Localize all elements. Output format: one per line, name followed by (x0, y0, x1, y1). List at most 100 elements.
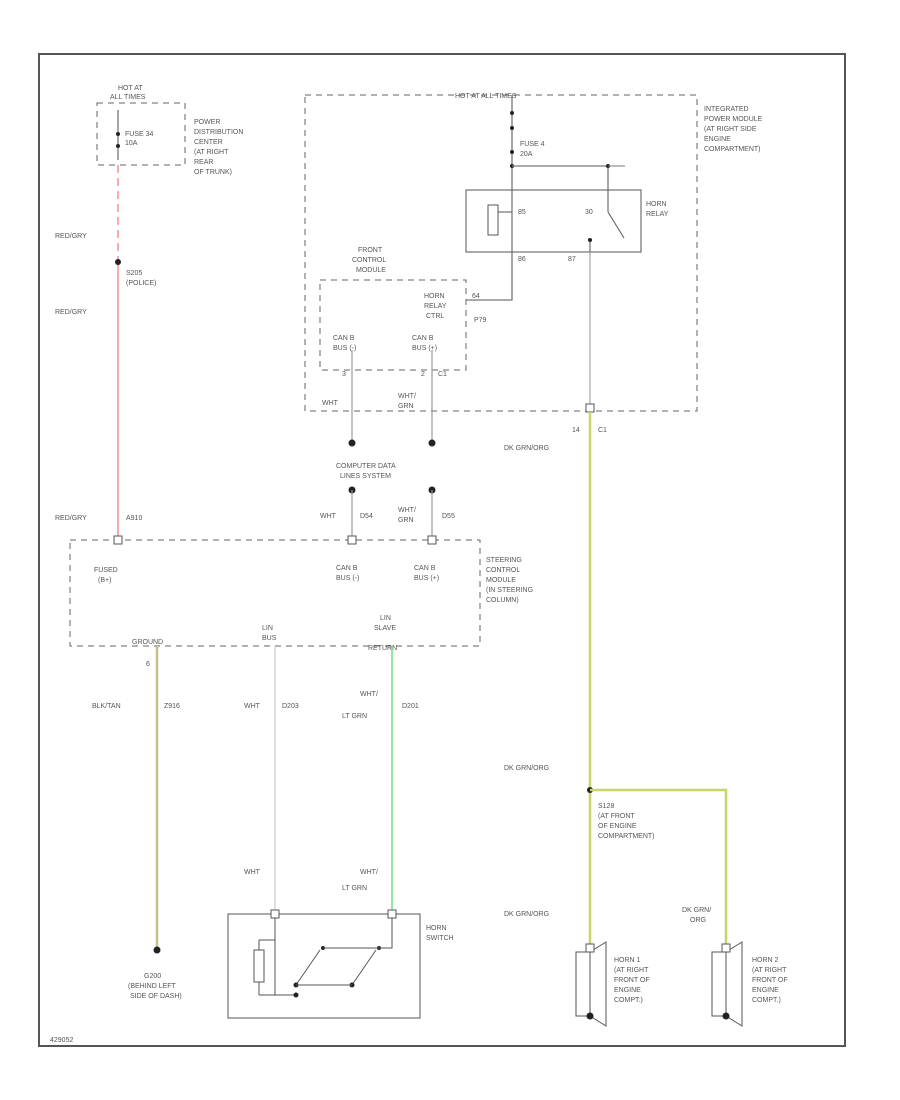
label: INTEGRATED (704, 106, 749, 113)
label: OF ENGINE (598, 823, 637, 830)
label: 10A (125, 140, 138, 147)
label: WHT/ (360, 691, 378, 698)
label: CAN B (412, 335, 434, 342)
label: RED/GRY (55, 309, 87, 316)
label: (AT RIGHT SIDE (704, 126, 757, 133)
label: POWER MODULE (704, 116, 763, 123)
label: WHT (244, 703, 261, 710)
label: COMPT.) (614, 997, 643, 1004)
label: BUS (-) (336, 575, 359, 582)
label: LINES SYSTEM (340, 473, 391, 480)
label: RELAY (646, 211, 669, 218)
scm-boundary (69, 539, 481, 647)
label: P79 (474, 317, 487, 324)
label: C1 (598, 427, 607, 434)
diagram-code: 429052 (50, 1037, 73, 1044)
label: (AT RIGHT (194, 149, 229, 156)
label: 30 (585, 209, 593, 216)
label: DISTRIBUTION (194, 129, 243, 136)
label: CAN B (414, 565, 436, 572)
label: HORN (424, 293, 445, 300)
label: ENGINE (704, 136, 731, 143)
label: CONTROL (352, 257, 386, 264)
label: RELAY (424, 303, 447, 310)
label: FRONT (358, 247, 383, 254)
label: RED/GRY (55, 233, 87, 240)
label: FRONT OF (752, 977, 788, 984)
label: FUSE 34 (125, 131, 154, 138)
label: 20A (520, 151, 533, 158)
fcm-boundary (319, 279, 467, 371)
label: (AT RIGHT (614, 967, 649, 974)
label: HOT AT ALL TIMES (455, 93, 517, 100)
label: 87 (568, 256, 576, 263)
label: COMPARTMENT) (704, 146, 761, 153)
ground-g200 (153, 946, 161, 954)
label: BUS (+) (412, 345, 437, 352)
label: BUS (262, 635, 277, 642)
splice-s205 (115, 259, 121, 265)
label: SLAVE (374, 625, 396, 632)
label: COMPUTER DATA (336, 463, 396, 470)
label: CAN B (336, 565, 358, 572)
label: WHT (320, 513, 337, 520)
label: (IN STEERING (486, 587, 533, 594)
label: CENTER (194, 139, 223, 146)
label: D203 (282, 703, 299, 710)
label: RETURN (368, 645, 397, 652)
label: OF TRUNK) (194, 169, 232, 176)
label: SWITCH (426, 935, 454, 942)
label: D54 (360, 513, 373, 520)
horn-switch-contact-1 (295, 949, 321, 986)
label: D201 (402, 703, 419, 710)
diagram-frame (38, 53, 846, 1047)
label: HORN 2 (752, 957, 779, 964)
relay-coil (487, 204, 499, 236)
label: GROUND (132, 639, 163, 646)
label: COLUMN) (486, 597, 519, 604)
label: 85 (518, 209, 526, 216)
label: G200 (144, 973, 161, 980)
label: (BEHIND LEFT (128, 983, 177, 990)
label: 2 (421, 371, 425, 378)
label: WHT (244, 869, 261, 876)
ipm-boundary (304, 94, 698, 412)
label: STEERING (486, 557, 522, 564)
label: HORN 1 (614, 957, 641, 964)
label: S128 (598, 803, 614, 810)
label: 64 (472, 293, 480, 300)
label: HORN (646, 201, 667, 208)
label: WHT (322, 400, 339, 407)
label: LIN (262, 625, 273, 632)
horn-2 (711, 941, 743, 1027)
label: CTRL (426, 313, 444, 320)
label: WHT/ (360, 869, 378, 876)
label: CAN B (333, 335, 355, 342)
label: 14 (572, 427, 580, 434)
label: FUSE 4 (520, 141, 545, 148)
label: 6 (146, 661, 150, 668)
label: MODULE (356, 267, 386, 274)
label: HOT AT (118, 85, 143, 92)
label: DK GRN/ORG (504, 911, 549, 918)
label: DK GRN/ORG (504, 765, 549, 772)
horn-switch (227, 913, 421, 1019)
label: WHT/ (398, 507, 416, 514)
wire-fuse4-to-relay30 (512, 165, 609, 190)
label: (POLICE) (126, 280, 156, 287)
label: HORN (426, 925, 447, 932)
label: BLK/TAN (92, 703, 121, 710)
label: FRONT OF (614, 977, 650, 984)
label: COMPT.) (752, 997, 781, 1004)
label: WHT/ (398, 393, 416, 400)
label: BUS (+) (414, 575, 439, 582)
label: CONTROL (486, 567, 520, 574)
label: S205 (126, 270, 142, 277)
label: BUS (-) (333, 345, 356, 352)
label: ENGINE (614, 987, 641, 994)
pdc-boundary (96, 102, 186, 166)
label: GRN (398, 403, 414, 410)
label: ORG (690, 917, 706, 924)
label: LT GRN (342, 885, 367, 892)
